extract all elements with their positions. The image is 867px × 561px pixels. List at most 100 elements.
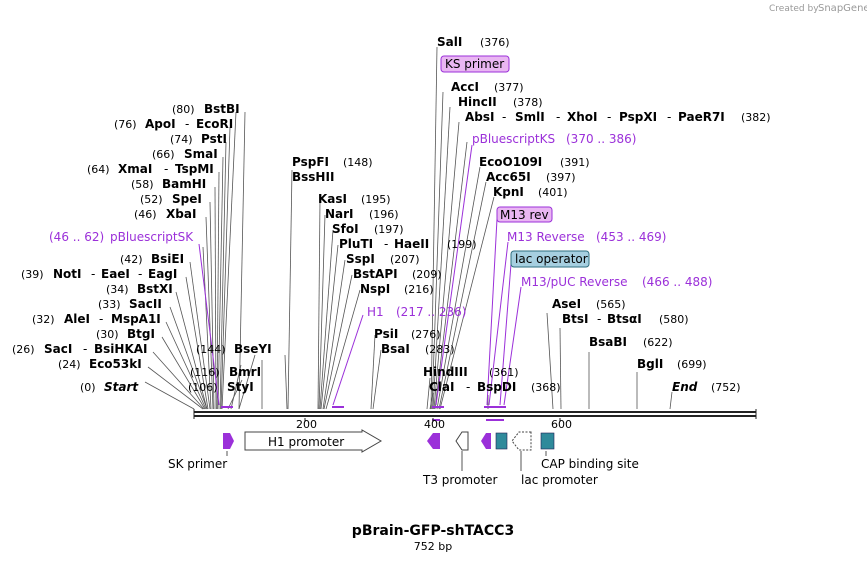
site-name: SfoI <box>332 222 359 236</box>
site-pos: (580) <box>659 313 689 326</box>
m13-rev-arrow[interactable] <box>481 433 491 449</box>
site-name: ClaI <box>429 380 454 394</box>
site-pos: (195) <box>361 193 391 206</box>
primer-mark <box>484 406 496 408</box>
primer-site-range: (466 .. 488) <box>642 275 712 289</box>
primer-mark <box>332 406 344 408</box>
site-name: Eco53kI <box>89 357 142 371</box>
backbone <box>193 406 757 422</box>
sep: - <box>597 312 601 326</box>
primer-site-name: pBluescriptKS <box>472 132 555 146</box>
site-name: SacII <box>129 297 162 311</box>
site-pos: (144) <box>196 343 226 356</box>
site-pos: (74) <box>170 133 193 146</box>
site-pos: (752) <box>711 381 741 394</box>
site-name: TspMI <box>175 162 214 176</box>
site-pos: (209) <box>412 268 442 281</box>
primer-mark <box>432 419 440 421</box>
site-name: EaeI <box>101 267 130 281</box>
site-name: AseI <box>552 297 581 311</box>
site-name: HaeII <box>394 237 429 251</box>
site-name: BsaBI <box>589 335 627 349</box>
sep: - <box>99 312 103 326</box>
site-name: BtsI <box>562 312 589 326</box>
m13-rev-box-label: M13 rev <box>500 208 549 222</box>
cap-binding-site-box[interactable] <box>540 432 555 450</box>
primer-site-range: (453 .. 469) <box>596 230 666 244</box>
feature-label-sk-primer: SK primer <box>168 457 227 471</box>
site-name: MspA1I <box>111 312 161 326</box>
site-name: NspI <box>360 282 390 296</box>
lac-promoter-arrow[interactable] <box>511 431 532 451</box>
site-pos: (64) <box>87 163 110 176</box>
site-pos: (116) <box>190 366 220 379</box>
map-length: 752 bp <box>414 540 452 553</box>
site-pos: (699) <box>677 358 707 371</box>
site-pos: (80) <box>172 103 195 116</box>
site-pos: (58) <box>131 178 154 191</box>
site-pos: (46) <box>134 208 157 221</box>
site-name: PaeR7I <box>678 110 725 124</box>
tick-label: 200 <box>296 418 317 431</box>
site-name: BssHII <box>292 170 334 184</box>
site-name: PspXI <box>619 110 657 124</box>
site-name: BstXI <box>137 282 173 296</box>
site-name: SmaI <box>184 147 218 161</box>
feature-label-lac-promoter: lac promoter <box>521 473 598 487</box>
site-name: BmrI <box>229 365 261 379</box>
site-pos: (378) <box>513 96 543 109</box>
site-name: XbaI <box>166 207 196 221</box>
primer-site-range: (46 .. 62) <box>49 230 104 244</box>
site-pos: (382) <box>741 111 771 124</box>
map-title: pBrain-GFP-shTACC3 <box>352 523 514 539</box>
site-pos: (196) <box>369 208 399 221</box>
site-name: SmlI <box>515 110 545 124</box>
site-name: BspDI <box>477 380 516 394</box>
snapgene-logo: SnapGene <box>818 3 867 14</box>
site-connectors <box>144 46 673 410</box>
tick-label: 400 <box>424 418 445 431</box>
site-pos: (76) <box>114 118 137 131</box>
credit-text: Created by <box>769 4 819 14</box>
h1-promoter-arrow[interactable] <box>244 429 382 453</box>
sep: - <box>556 110 560 124</box>
site-name: EagI <box>148 267 177 281</box>
lac-operator-box-label: lac operator <box>515 252 588 266</box>
site-name: KasI <box>318 192 347 206</box>
site-name: SpeI <box>172 192 202 206</box>
site-name: BsiEI <box>151 252 184 266</box>
t3-promoter-arrow[interactable] <box>455 431 469 451</box>
site-pos: (276) <box>411 328 441 341</box>
site-name: SspI <box>346 252 375 266</box>
site-name: AccI <box>451 80 479 94</box>
site-name: ApoI <box>145 117 176 131</box>
ks-primer-arrow[interactable] <box>427 433 440 449</box>
middle-site-labels: PspFI (148) BssHII KasI (195) NarI (196)… <box>292 155 477 356</box>
sep: - <box>91 267 95 281</box>
sep: - <box>83 342 87 356</box>
sep: - <box>185 117 189 131</box>
site-pos: (391) <box>560 156 590 169</box>
site-pos: (401) <box>538 186 568 199</box>
site-pos: (26) <box>12 343 35 356</box>
feature-label-h1-promoter: H1 promoter <box>268 435 344 449</box>
lac-operator-label-box[interactable] <box>510 250 590 268</box>
site-pos: (33) <box>98 298 121 311</box>
site-pos: (66) <box>152 148 175 161</box>
site-pos: (207) <box>390 253 420 266</box>
primer-mark <box>432 406 444 408</box>
site-pos: (197) <box>374 223 404 236</box>
sep: - <box>164 162 168 176</box>
sep: - <box>466 380 470 394</box>
lac-operator-box[interactable] <box>495 432 508 450</box>
ks-primer-box[interactable] <box>440 55 510 73</box>
site-pos: (30) <box>96 328 119 341</box>
m13-rev-box[interactable] <box>496 206 553 223</box>
sep: - <box>667 110 671 124</box>
site-name: NotI <box>53 267 82 281</box>
sk-primer-arrow[interactable] <box>223 433 234 449</box>
tick-label: 600 <box>551 418 572 431</box>
site-pos: (24) <box>58 358 81 371</box>
site-pos: (377) <box>494 81 524 94</box>
